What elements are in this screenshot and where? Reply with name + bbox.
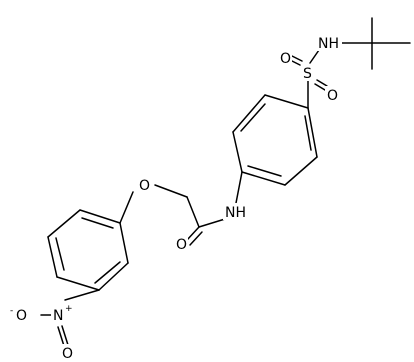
atom-label-nitro-oxygen-anion: O xyxy=(16,308,27,324)
label-backing xyxy=(14,306,28,323)
inner-double-bond xyxy=(55,237,65,271)
bond xyxy=(186,196,200,228)
bond xyxy=(119,191,134,224)
bond xyxy=(47,236,58,278)
bond xyxy=(56,276,100,291)
label-backing xyxy=(278,49,292,66)
label-backing xyxy=(60,344,74,361)
atom-labels: NH S O O NH O O - O N + O xyxy=(10,34,342,362)
inner-double-bond xyxy=(240,103,266,132)
atom-label-ether-oxygen: O xyxy=(139,178,150,194)
bond xyxy=(154,184,188,198)
bond xyxy=(309,49,320,64)
bond xyxy=(119,222,129,264)
atom-label-carbonyl-oxygen: O xyxy=(176,237,187,253)
tert-butyl-group xyxy=(340,17,411,70)
bond xyxy=(64,289,100,301)
inner-double-bond xyxy=(81,217,114,229)
double-bond xyxy=(314,83,326,91)
bond xyxy=(241,171,286,186)
bond xyxy=(198,218,226,228)
double-bond xyxy=(61,325,69,346)
atom-label-sulfonamide-nh: NH xyxy=(318,36,339,52)
amide-linkage xyxy=(154,171,243,246)
bond xyxy=(232,94,266,133)
double-bond xyxy=(189,231,203,246)
atom-label-sulfur: S xyxy=(303,66,312,82)
label-backing xyxy=(137,176,151,193)
label-backing xyxy=(316,34,342,51)
nitro-group xyxy=(40,289,100,347)
bond xyxy=(98,262,129,291)
label-backing xyxy=(301,64,315,81)
label-backing xyxy=(51,306,65,323)
double-bond xyxy=(57,326,65,347)
label-backing xyxy=(174,235,188,252)
atom-label-sulfonyl-oxygen-upper: O xyxy=(280,51,291,67)
label-backing xyxy=(223,203,249,220)
bond xyxy=(284,156,318,186)
double-bond xyxy=(291,55,303,62)
double-bond xyxy=(316,79,328,87)
sulfonamide-group xyxy=(289,49,328,109)
benzene-ring-sulfonyl xyxy=(232,94,318,186)
atom-label-amide-nh: NH xyxy=(225,205,246,221)
bond xyxy=(235,171,243,204)
bond xyxy=(79,209,121,224)
atom-label-nitro-nitrogen: N xyxy=(53,308,63,324)
double-bond xyxy=(186,226,200,241)
bond xyxy=(307,107,318,158)
label-backing xyxy=(325,86,339,103)
atom-label-nitro-oxygen-double: O xyxy=(62,346,73,362)
inner-double-bond xyxy=(247,165,282,177)
inner-double-bond xyxy=(304,115,312,151)
benzene-ring-nitrophenyl xyxy=(47,191,134,291)
bond xyxy=(232,131,243,173)
bond xyxy=(47,209,81,238)
charge-minus: - xyxy=(10,306,13,316)
atom-label-sulfonyl-oxygen-lower: O xyxy=(327,88,338,104)
bond xyxy=(264,94,309,109)
inner-double-bond xyxy=(94,261,121,284)
charge-plus: + xyxy=(65,304,73,314)
